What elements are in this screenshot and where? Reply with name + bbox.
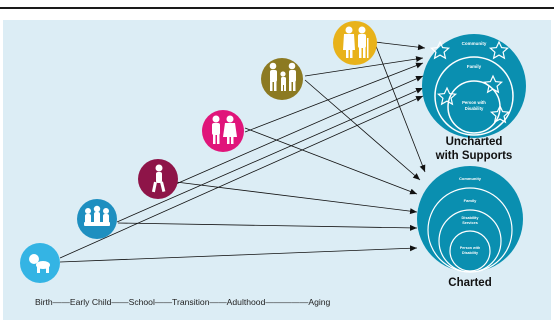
elderly-couple-icon <box>343 26 369 58</box>
family-icon <box>269 62 296 91</box>
arrow-school-to-uncharted <box>175 75 424 185</box>
charted-label-person-with: Person with <box>460 246 480 250</box>
stage-transition <box>202 110 244 152</box>
charted-label-disability: Disability <box>462 216 480 220</box>
charted-label-family: Family <box>464 198 477 203</box>
uncharted-label-disability: Disability <box>465 106 484 111</box>
star-icon <box>436 86 458 106</box>
charted-label-community: Community <box>459 176 482 181</box>
arrow-birth-to-uncharted <box>59 95 424 259</box>
uncharted-title-line2: with Supports <box>435 150 513 162</box>
uncharted-title-line1: Uncharted <box>446 136 503 148</box>
star-icon <box>488 40 510 60</box>
stage-transition-circle <box>202 110 244 152</box>
uncharted-label-family: Family <box>467 64 482 69</box>
arrows-group <box>59 41 426 263</box>
stage-aging-circle <box>333 21 377 65</box>
arrow-adulthood-to-charted <box>304 79 421 181</box>
arrow-adulthood-to-uncharted <box>304 56 424 77</box>
children-group-icon <box>84 205 110 226</box>
stage-adulthood <box>261 58 303 100</box>
star-icon <box>429 40 451 60</box>
uncharted-circles: Community Family Person with Disability <box>422 34 526 138</box>
charted-ring-person <box>449 230 491 272</box>
baby-icon <box>29 254 50 273</box>
arrow-transition-to-uncharted <box>244 62 424 133</box>
stage-school <box>138 159 178 199</box>
arrow-early-to-charted <box>117 222 418 231</box>
stage-birth <box>20 243 60 283</box>
charted-label-person-disability: Disability <box>462 251 478 255</box>
uncharted-label-person-with: Person with <box>462 100 486 105</box>
arrow-school-to-charted <box>175 181 418 215</box>
top-divider <box>0 7 554 9</box>
two-teens-icon <box>212 115 237 144</box>
arrow-transition-to-charted <box>244 127 418 195</box>
stage-aging <box>333 21 377 65</box>
timeline-label: Birth——Early Child——School——Transition——… <box>35 297 331 307</box>
star-icon <box>489 104 511 124</box>
uncharted-label-community: Community <box>462 41 487 46</box>
arrow-aging-to-charted <box>375 45 426 173</box>
charted-title: Charted <box>448 277 491 289</box>
charted-circles: Community Family Disability Services Per… <box>417 166 523 273</box>
walking-child-icon <box>151 164 166 193</box>
star-icon <box>482 74 504 94</box>
charted-label-services: Services <box>462 221 478 225</box>
arrow-birth-to-charted <box>59 245 418 263</box>
arrow-aging-to-uncharted <box>374 41 426 51</box>
arrow-early-to-uncharted <box>116 87 424 223</box>
stage-early-child <box>77 199 117 239</box>
